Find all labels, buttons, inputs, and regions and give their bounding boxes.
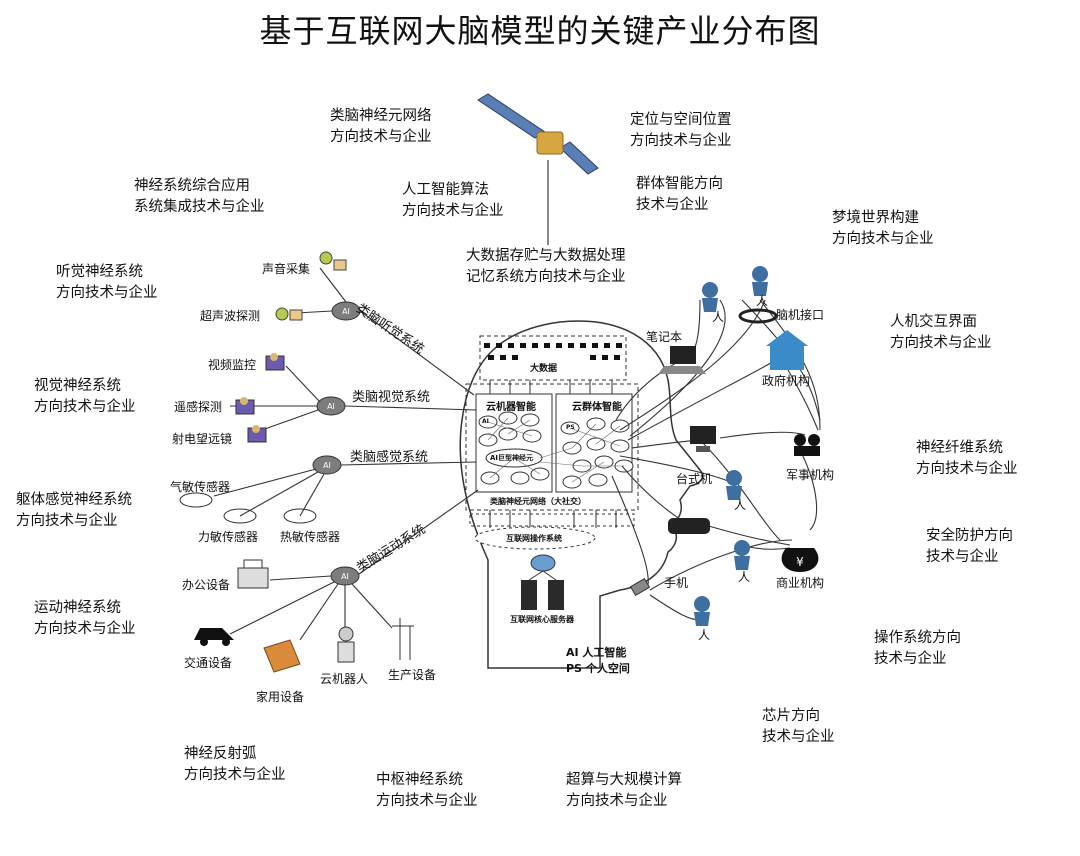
label-brain-neural: 类脑神经元网络方向技术与企业 bbox=[330, 108, 432, 145]
device-person: 人 bbox=[756, 294, 769, 308]
label-auditory: 听觉神经系统方向技术与企业 bbox=[56, 264, 158, 301]
device-robot: 云机器人 bbox=[320, 672, 369, 686]
device-bci: 脑机接口 bbox=[776, 308, 825, 322]
label-bigdata: 大数据存贮与大数据处理记忆系统方向技术与企业 bbox=[466, 248, 626, 285]
device-gov: 政府机构 bbox=[762, 374, 811, 388]
brain-ps-node: PS bbox=[566, 424, 575, 431]
device-gas: 气敏传感器 bbox=[170, 480, 231, 494]
derrick-icon bbox=[392, 618, 414, 660]
device-ultrasound: 超声波探测 bbox=[200, 309, 261, 323]
brain-cloud-robot: 云机器智能 bbox=[486, 402, 536, 413]
label-ai-algorithm: 人工智能算法方向技术与企业 bbox=[402, 182, 504, 219]
vr-glasses-icon bbox=[668, 518, 710, 534]
brain-ai-giant: AI巨型神经元 bbox=[490, 454, 534, 462]
device-heat: 热敏传感器 bbox=[280, 530, 341, 544]
device-home: 家用设备 bbox=[256, 690, 305, 704]
car-icon bbox=[194, 628, 234, 646]
device-force: 力敏传感器 bbox=[198, 530, 259, 544]
svg-text:¥: ¥ bbox=[796, 555, 804, 569]
robot-icon bbox=[337, 626, 355, 663]
label-motor: 运动神经系统方向技术与企业 bbox=[34, 600, 136, 637]
label-supercomputing: 超算与大规模计算方向技术与企业 bbox=[566, 772, 682, 809]
device-radio: 射电望远镜 bbox=[172, 432, 233, 446]
label-os: 操作系统方向技术与企业 bbox=[874, 630, 961, 667]
server-icon bbox=[521, 554, 564, 610]
satellite-icon bbox=[477, 93, 599, 175]
label-swarm: 群体智能方向技术与企业 bbox=[636, 176, 723, 213]
page-title: 基于互联网大脑模型的关键产业分布图 bbox=[259, 12, 821, 50]
brain-os: 互联网操作系统 bbox=[506, 534, 562, 543]
device-sound: 声音采集 bbox=[262, 262, 311, 276]
money-bag-icon: ¥ bbox=[781, 548, 819, 572]
device-production: 生产设备 bbox=[388, 668, 437, 682]
sensor-icon bbox=[179, 492, 317, 524]
label-positioning: 定位与空间位置方向技术与企业 bbox=[630, 112, 732, 149]
device-phone: 手机 bbox=[664, 576, 689, 590]
device-person: 人 bbox=[738, 570, 751, 584]
telescope-icon bbox=[247, 425, 267, 443]
svg-text:AI: AI bbox=[341, 572, 349, 581]
svg-text:AI: AI bbox=[323, 461, 331, 470]
brain-bigdata: 大数据 bbox=[530, 364, 558, 374]
brain-network: 类脑神经元网络（大社交） bbox=[490, 497, 586, 506]
device-military: 军事机构 bbox=[786, 468, 835, 482]
device-person: 人 bbox=[698, 628, 711, 642]
label-chip: 芯片方向技术与企业 bbox=[762, 708, 835, 745]
pathway-sensory: 类脑感觉系统 bbox=[350, 450, 429, 465]
device-desktop: 台式机 bbox=[676, 472, 713, 486]
svg-text:AI: AI bbox=[342, 307, 350, 316]
label-reflex: 神经反射弧方向技术与企业 bbox=[184, 746, 286, 783]
brain-cloud-swarm: 云群体智能 bbox=[572, 402, 622, 413]
ultrasound-icon bbox=[275, 307, 303, 321]
head-outline bbox=[459, 320, 704, 669]
remote-sensing-icon bbox=[235, 397, 255, 415]
label-central: 中枢神经系统方向技术与企业 bbox=[376, 772, 478, 809]
label-visual: 视觉神经系统方向技术与企业 bbox=[34, 378, 136, 415]
device-person: 人 bbox=[734, 498, 747, 512]
label-nervous-integration: 神经系统综合应用系统集成技术与企业 bbox=[134, 178, 265, 215]
label-security: 安全防护方向技术与企业 bbox=[926, 528, 1013, 565]
device-person: 人 bbox=[712, 310, 725, 324]
device-video: 视频监控 bbox=[208, 358, 257, 372]
label-hci: 人机交互界面方向技术与企业 bbox=[890, 314, 992, 351]
box-icon bbox=[263, 639, 301, 673]
brain-ai-node: AI bbox=[482, 418, 489, 425]
bci-icon bbox=[738, 308, 778, 324]
label-somatic: 躯体感觉神经系统方向技术与企业 bbox=[16, 492, 132, 529]
svg-text:AI: AI bbox=[327, 402, 335, 411]
laptop-icon bbox=[658, 346, 706, 374]
device-traffic: 交通设备 bbox=[184, 656, 233, 670]
printer-icon bbox=[237, 559, 269, 589]
person-icon bbox=[694, 266, 768, 626]
legend-ai: AI 人工智能 bbox=[566, 646, 627, 659]
government-icon bbox=[766, 330, 808, 370]
label-dream: 梦境世界构建方向技术与企业 bbox=[832, 210, 934, 247]
phone-icon bbox=[629, 577, 651, 597]
camera-icon bbox=[265, 353, 285, 371]
device-remote: 遥感探测 bbox=[174, 400, 223, 414]
military-icon bbox=[794, 434, 820, 456]
label-fiber: 神经纤维系统方向技术与企业 bbox=[916, 440, 1018, 477]
brain-server: 互联网核心服务器 bbox=[510, 615, 574, 624]
microphone-icon bbox=[319, 251, 347, 271]
legend-ps: PS 个人空间 bbox=[566, 662, 630, 675]
desktop-icon bbox=[690, 426, 716, 452]
device-laptop: 笔记本 bbox=[646, 330, 683, 344]
device-office: 办公设备 bbox=[182, 578, 231, 592]
device-business: 商业机构 bbox=[776, 576, 825, 590]
pathway-visual: 类脑视觉系统 bbox=[352, 390, 431, 405]
